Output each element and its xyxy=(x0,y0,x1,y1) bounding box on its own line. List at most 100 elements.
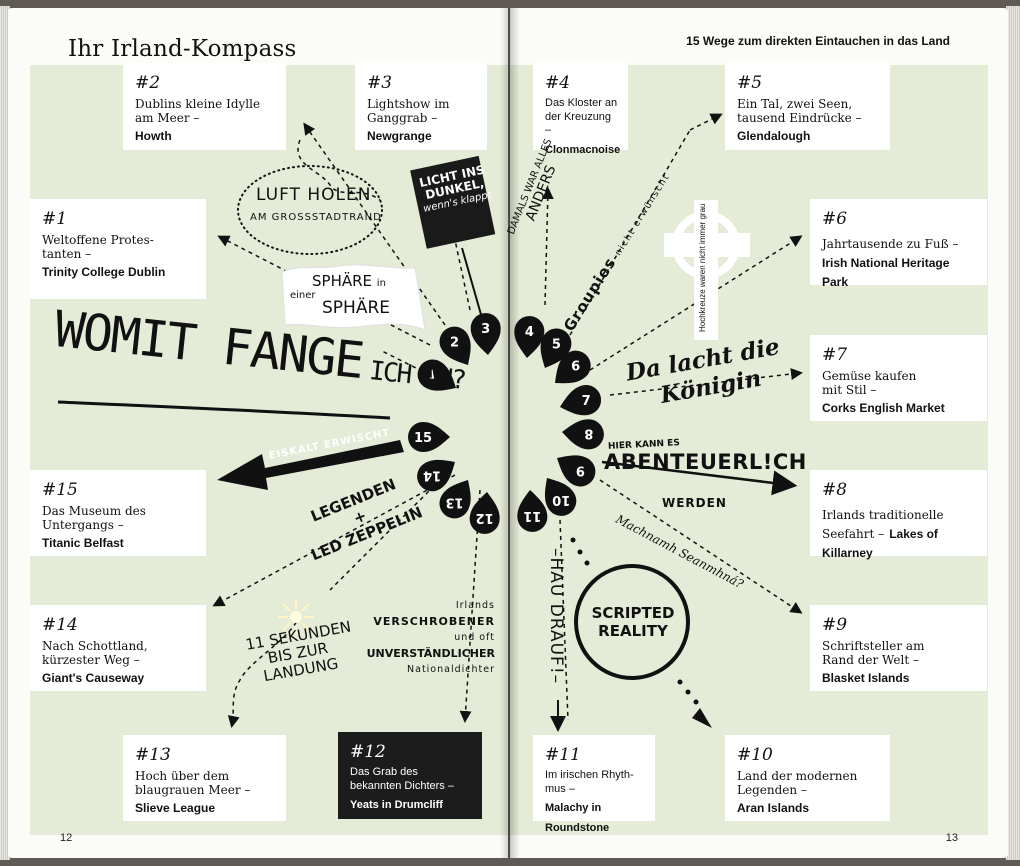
entry-text: Ein Tal, zwei Seen, tausend Eindrücke – xyxy=(737,97,862,125)
pin-number: 2 xyxy=(450,336,459,351)
sun-icon xyxy=(278,599,314,635)
entry-card-11[interactable]: #11 Im irischen Rhyth-mus – Malachy in R… xyxy=(533,735,655,834)
entry-card-6[interactable]: #6 Jahrtausende zu Fuß – Irish National … xyxy=(810,199,987,289)
entry-place: Howth xyxy=(135,129,172,143)
page-subtitle: 15 Wege zum direkten Eintauchen in das L… xyxy=(686,34,950,48)
pin-number: 6 xyxy=(571,360,580,375)
entry-place: Malachy in Roundstone xyxy=(545,802,610,834)
green-panel-right xyxy=(510,65,988,835)
pin-number: 8 xyxy=(584,425,593,440)
entry-card-1[interactable]: #1 Weltoffene Protes-tanten – Trinity Co… xyxy=(30,199,206,299)
compass-pin[interactable]: 1 xyxy=(412,354,464,401)
entry-place: Titanic Belfast xyxy=(42,536,124,550)
entry-place: Corks English Market xyxy=(822,401,945,415)
compass-pin[interactable]: 13 xyxy=(434,472,481,524)
entry-number: #12 xyxy=(350,742,386,762)
entry-card-4[interactable]: #4 Das Kloster an der Kreuzung – Clonmac… xyxy=(533,63,628,156)
entry-text: Dublins kleine Idylle am Meer – xyxy=(135,97,261,125)
entry-text: Gemüse kaufen mit Stil – xyxy=(822,369,917,397)
compass-pin[interactable]: 5 xyxy=(531,323,577,375)
pin-number: 14 xyxy=(423,467,441,482)
entry-place: Slieve League xyxy=(135,801,216,815)
eiskalt-arrow xyxy=(217,440,404,490)
entry-number: #2 xyxy=(135,73,161,93)
page-edges-right xyxy=(1006,6,1020,860)
compass-pin[interactable]: 12 xyxy=(468,490,502,536)
pin-shape xyxy=(560,417,606,451)
entry-place: Irish National Heritage Park xyxy=(822,256,950,289)
abenteuer-arrow xyxy=(601,460,798,496)
compass-pin[interactable]: 11 xyxy=(515,488,549,534)
rays-left xyxy=(212,122,481,723)
entry-number: #15 xyxy=(42,480,78,500)
pin-number: 15 xyxy=(414,431,432,446)
entry-number: #5 xyxy=(737,73,763,93)
entry-number: #8 xyxy=(822,480,848,500)
entry-card-3[interactable]: #3 Lightshow im Ganggrab – Newgrange xyxy=(355,63,487,150)
compass-pin[interactable]: 10 xyxy=(534,470,582,522)
compass-pin[interactable]: 6 xyxy=(545,344,597,395)
luft-holen-bubble xyxy=(237,165,383,255)
entry-card-12[interactable]: #12 Das Grab des bekannten Dichters – Ye… xyxy=(338,732,482,819)
entry-number: #4 xyxy=(545,73,571,93)
pin-number: 4 xyxy=(525,325,534,340)
entry-card-13[interactable]: #13 Hoch über dem blaugrauen Meer – Slie… xyxy=(123,735,286,821)
entry-card-15[interactable]: #15 Das Museum des Untergangs – Titanic … xyxy=(30,470,206,556)
entry-card-10[interactable]: #10 Land der modernen Legenden – Aran Is… xyxy=(725,735,890,821)
abenteuer-post: WERDEN xyxy=(662,496,727,510)
compass-pin[interactable]: 7 xyxy=(556,381,605,422)
entry-number: #9 xyxy=(822,615,848,635)
pin-number: 3 xyxy=(481,322,490,337)
entry-text: Land der modernen Legenden – xyxy=(737,769,858,797)
entry-card-9[interactable]: #9 Schriftsteller am Rand der Welt – Bla… xyxy=(810,605,987,691)
entry-card-8[interactable]: #8 Irlands traditionelle Seefahrt – Lake… xyxy=(810,470,987,560)
entry-place: Clonmacnoise xyxy=(545,143,621,156)
pin-shape xyxy=(556,381,605,422)
entry-number: #1 xyxy=(42,209,68,229)
entry-text: Das Grab des bekannten Dichters – xyxy=(350,766,454,792)
sphaere-bubble xyxy=(281,264,426,331)
compass-pin[interactable]: 8 xyxy=(560,417,606,451)
sphaere-einer: einer xyxy=(290,290,316,301)
pin-number: 1 xyxy=(428,369,437,384)
entry-text: Lightshow im Ganggrab – xyxy=(367,97,450,125)
entry-card-14[interactable]: #14 Nach Schottland, kürzester Weg – Gia… xyxy=(30,605,206,691)
entry-place: Lakes of Killarney xyxy=(822,527,938,560)
entry-place: Giant's Causeway xyxy=(42,671,145,685)
verschrobener-block: Irlands VERSCHROBENER und oft UNVERSTÄND… xyxy=(366,600,495,675)
entry-card-2[interactable]: #2 Dublins kleine Idylle am Meer – Howth xyxy=(123,63,286,150)
entry-number: #10 xyxy=(737,745,773,765)
entry-text: Irlands traditionelle Seefahrt – xyxy=(822,508,944,541)
pin-number: 13 xyxy=(445,494,463,509)
entry-place: Aran Islands xyxy=(737,801,810,815)
entry-text: Das Museum des Untergangs – xyxy=(42,504,146,532)
headline-underline xyxy=(57,400,391,420)
entry-place: Blasket Islands xyxy=(822,671,910,685)
hau-drauf-label: –HAU DRAUF!– xyxy=(546,548,566,685)
scripted-reality-label: SCRIPTED REALITY xyxy=(591,604,675,640)
page-number-left: 12 xyxy=(60,832,73,844)
entry-text: Jahrtausende zu Fuß – xyxy=(822,237,959,251)
compass-pin[interactable]: 9 xyxy=(549,445,601,492)
compass-pin[interactable]: 2 xyxy=(434,321,481,373)
grossstadtrand-label: AM GROSSSTADTRAND xyxy=(250,212,382,223)
compass-pin[interactable]: 14 xyxy=(411,449,463,497)
entry-place: Newgrange xyxy=(367,129,432,143)
sphaere-label-2: SPHÄRE xyxy=(322,298,391,318)
entry-number: #6 xyxy=(822,209,848,229)
scripted-reality-circle xyxy=(574,564,690,680)
entry-card-5[interactable]: #5 Ein Tal, zwei Seen, tausend Eindrücke… xyxy=(725,63,890,150)
rays-right xyxy=(541,113,803,721)
entry-text: Nach Schottland, kürzester Weg – xyxy=(42,639,148,667)
abenteuer-main: ABENTEUERL!CH xyxy=(604,450,807,474)
compass-pin[interactable]: 15 xyxy=(408,422,450,452)
licht-ins-dunkel-tag xyxy=(410,155,496,249)
sphaere-label-1: SPHÄRE in xyxy=(312,272,386,290)
entry-card-7[interactable]: #7 Gemüse kaufen mit Stil – Corks Englis… xyxy=(810,335,987,421)
compass-pin[interactable]: 3 xyxy=(469,311,503,357)
entry-number: #3 xyxy=(367,73,393,93)
pin-number: 10 xyxy=(552,492,570,507)
compass-pin[interactable]: 4 xyxy=(512,314,546,360)
